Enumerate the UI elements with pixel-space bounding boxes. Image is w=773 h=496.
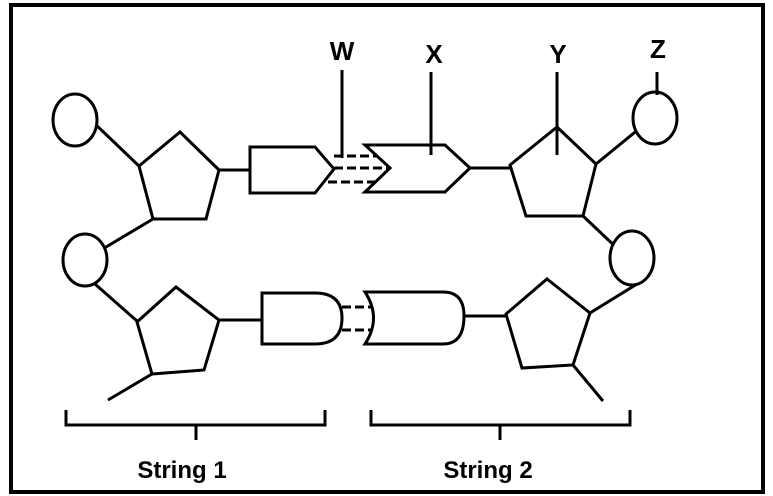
base-rounded-2	[362, 290, 466, 346]
sugar-2	[508, 125, 598, 218]
brace-string-1	[64, 410, 327, 440]
bond-p2-s3	[94, 282, 138, 323]
base-x	[361, 143, 473, 194]
phosphate-4	[608, 229, 656, 287]
bond-p1-s1	[91, 120, 142, 169]
base-w	[248, 145, 336, 195]
base-rounded-1	[260, 291, 344, 346]
label-string-1: String 1	[137, 457, 226, 484]
brace-string-2	[369, 410, 632, 440]
label-w: W	[330, 36, 355, 66]
phosphate-1	[51, 92, 99, 148]
bond-s2-pz	[595, 126, 641, 166]
phosphate-z	[631, 90, 679, 146]
phosphate-2	[61, 232, 109, 288]
bond-p4-s4	[589, 282, 638, 315]
sugar-3	[135, 285, 221, 376]
label-x: X	[425, 39, 443, 69]
bond-s1-p2	[100, 217, 154, 252]
tail-string-2	[571, 364, 605, 402]
tail-string-1	[107, 372, 153, 402]
sugar-4	[504, 277, 592, 370]
label-string-2: String 2	[443, 457, 532, 484]
hydrogen-bonds-bottom	[342, 305, 372, 332]
label-y: Y	[549, 39, 566, 69]
label-z: Z	[650, 34, 666, 64]
sugar-1	[137, 129, 221, 221]
